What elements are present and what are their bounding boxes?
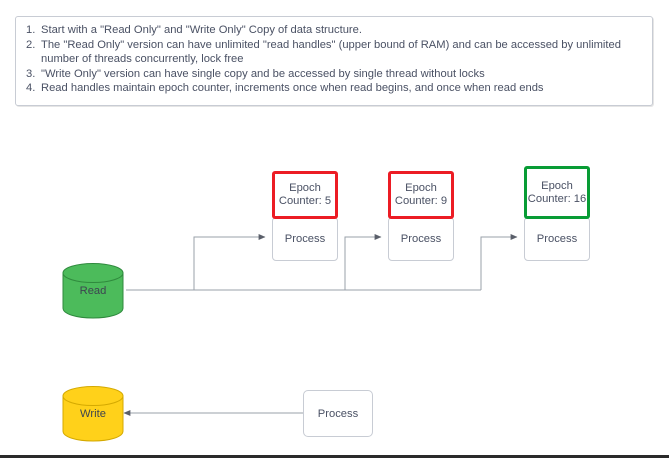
read-datastore[interactable]: Read — [62, 262, 124, 319]
epoch-counter-label-1: Epoch Counter: 5 — [278, 182, 332, 207]
cylinder-shape-icon — [62, 263, 124, 319]
notes-panel: 1. Start with a "Read Only" and "Write O… — [15, 16, 653, 106]
cylinder-shape-icon — [62, 386, 124, 442]
list-item: 2. The "Read Only" version can have unli… — [24, 38, 644, 66]
epoch-counter-badge-1: Epoch Counter: 5 — [272, 171, 338, 219]
epoch-counter-badge-3: Epoch Counter: 16 — [524, 166, 590, 219]
read-node-2[interactable]: Epoch Counter: 9 Process — [388, 171, 454, 261]
process-box-2[interactable]: Process — [388, 217, 454, 261]
read-to-process-3-wire — [480, 234, 518, 290]
writer-process-box[interactable]: Process — [303, 390, 373, 437]
epoch-counter-badge-2: Epoch Counter: 9 — [388, 171, 454, 219]
writer-process-label: Process — [317, 407, 359, 420]
epoch-counter-label-2: Epoch Counter: 9 — [394, 182, 448, 207]
read-to-process-2-wire — [344, 234, 382, 290]
list-item: 3. "Write Only" version can have single … — [24, 67, 644, 81]
process-label-3: Process — [536, 233, 578, 245]
list-item-text: The "Read Only" version can have unlimit… — [41, 38, 621, 65]
list-item-text: "Write Only" version can have single cop… — [41, 67, 485, 80]
list-item: 4. Read handles maintain epoch counter, … — [24, 81, 644, 95]
list-item-number: 2. — [26, 38, 36, 51]
list-item-number: 4. — [26, 82, 36, 95]
read-node-1[interactable]: Epoch Counter: 5 Process — [272, 171, 338, 261]
bottom-divider — [0, 455, 669, 458]
list-item-text: Read handles maintain epoch counter, inc… — [41, 82, 544, 95]
list-item-number: 1. — [26, 24, 36, 36]
process-label-1: Process — [284, 233, 326, 245]
list-item-text: Start with a "Read Only" and "Write Only… — [41, 24, 362, 36]
list-item: 1. Start with a "Read Only" and "Write O… — [24, 23, 644, 37]
process-label-2: Process — [400, 233, 442, 245]
write-datastore[interactable]: Write — [62, 385, 124, 442]
notes-list: 1. Start with a "Read Only" and "Write O… — [16, 17, 652, 96]
list-item-number: 3. — [26, 67, 36, 80]
process-box-3[interactable]: Process — [524, 217, 590, 261]
read-to-process-1-wire — [193, 234, 266, 290]
read-node-3[interactable]: Epoch Counter: 16 Process — [524, 166, 590, 261]
process-box-1[interactable]: Process — [272, 217, 338, 261]
epoch-counter-label-3: Epoch Counter: 16 — [527, 179, 587, 205]
